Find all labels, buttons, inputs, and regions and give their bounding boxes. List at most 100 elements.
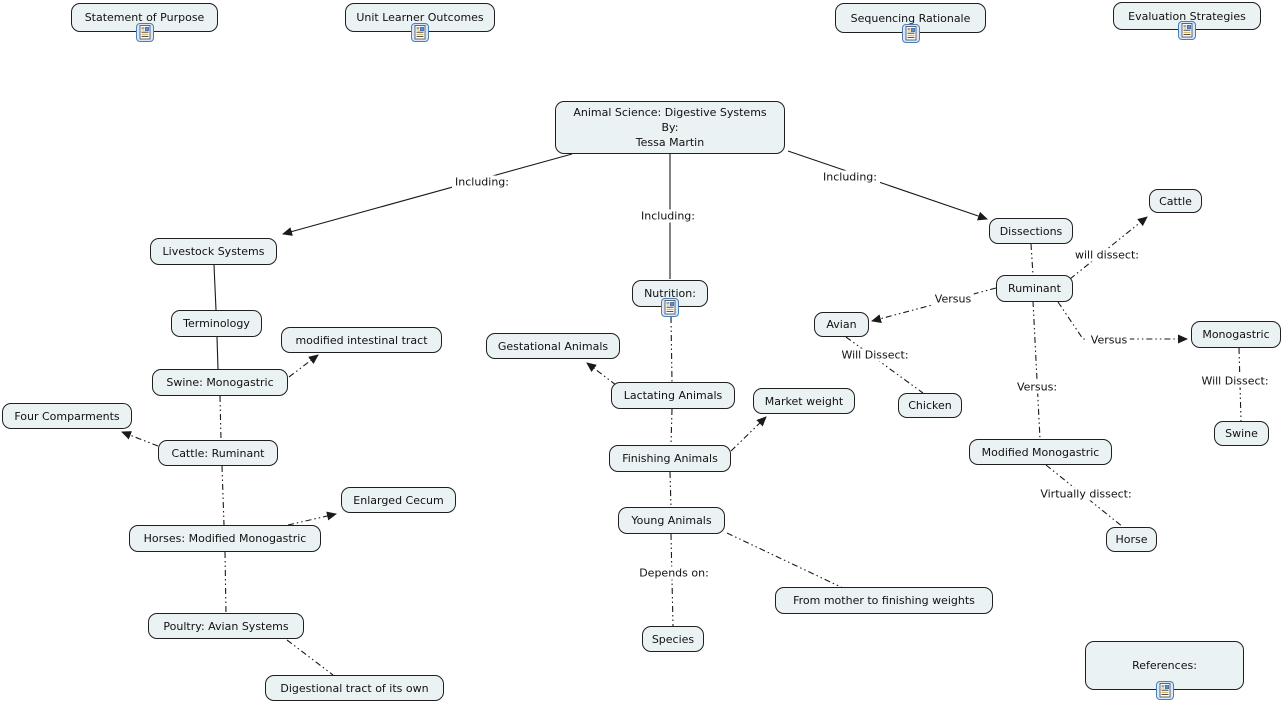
concept-node-avian[interactable]: Avian: [814, 312, 869, 337]
concept-node-label: Cattle: [1159, 194, 1192, 208]
concept-node-cattle-ruminant[interactable]: Cattle: Ruminant: [158, 440, 278, 466]
link-label-versus-avian[interactable]: Versus: [931, 292, 975, 306]
link-line: [216, 336, 219, 370]
concept-node-label: Young Animals: [631, 514, 712, 527]
resource-document-icon[interactable]: [1178, 21, 1196, 40]
resource-document-icon[interactable]: [1155, 681, 1174, 700]
link-line: [669, 471, 672, 508]
link-line: [730, 416, 767, 452]
link-label-depends-on[interactable]: Depends on:: [636, 566, 712, 580]
link-line: [670, 533, 674, 627]
concept-node-label: Statement of Purpose: [84, 11, 205, 24]
link-line: [726, 532, 844, 589]
concept-node-label: Swine: Monogastric: [166, 376, 274, 389]
concept-node-label: Finishing Animals: [622, 452, 718, 465]
resource-document-icon[interactable]: [135, 23, 154, 42]
concept-node-poultry-avian-systems[interactable]: Poultry: Avian Systems: [148, 613, 304, 639]
concept-node-species[interactable]: Species: [642, 626, 704, 652]
link-label-including-left[interactable]: Including:: [452, 175, 512, 189]
link-line: [1032, 300, 1041, 440]
concept-node-modified-monogastric[interactable]: Modified Monogastric: [969, 439, 1112, 465]
concept-node-four-comparments[interactable]: Four Comparments: [2, 403, 132, 429]
concept-node-label: Chicken: [908, 399, 952, 412]
concept-node-label: References:: [1132, 659, 1197, 672]
concept-node-swine-monogastric[interactable]: Swine: Monogastric: [152, 369, 288, 396]
concept-node-label: Poultry: Avian Systems: [163, 619, 289, 633]
concept-node-label: Monogastric: [1202, 328, 1270, 341]
concept-node-label: Enlarged Cecum: [353, 493, 444, 507]
link-label-will-dissect-cattle[interactable]: will dissect:: [1072, 248, 1142, 262]
concept-node-label: Evaluation Strategies: [1128, 9, 1246, 23]
link-line: [288, 354, 319, 378]
resource-document-icon[interactable]: [411, 23, 429, 42]
link-line: [221, 465, 225, 526]
link-line: [121, 431, 159, 447]
link-line: [1030, 243, 1034, 276]
concept-node-label: modified intestinal tract: [295, 333, 428, 347]
concept-node-main-title[interactable]: Animal Science: Digestive Systems By: Te…: [555, 101, 785, 154]
link-line: [219, 395, 222, 441]
concept-node-gestational-animals[interactable]: Gestational Animals: [486, 333, 620, 359]
link-label-including-center[interactable]: Including:: [638, 209, 698, 223]
link-label-versus-monogastric[interactable]: Versus: [1087, 333, 1131, 347]
concept-node-dissections[interactable]: Dissections: [989, 218, 1073, 244]
link-line: [282, 153, 573, 236]
concept-node-label: Gestational Animals: [497, 339, 609, 353]
link-line: [670, 316, 673, 383]
concept-node-label: From mother to finishing weights: [793, 594, 975, 607]
concept-node-terminology[interactable]: Terminology: [171, 310, 262, 337]
concept-node-label: Avian: [826, 318, 857, 331]
concept-node-livestock-systems[interactable]: Livestock Systems: [150, 238, 277, 265]
concept-node-label: Terminology: [183, 317, 250, 330]
concept-node-lactating-animals[interactable]: Lactating Animals: [611, 382, 735, 409]
concept-node-finishing-animals[interactable]: Finishing Animals: [609, 445, 731, 472]
concept-node-monogastric[interactable]: Monogastric: [1191, 321, 1281, 348]
concept-node-label: Animal Science: Digestive Systems By: Te…: [573, 106, 767, 149]
link-label-will-dissect-swine[interactable]: Will Dissect:: [1198, 374, 1272, 388]
concept-node-modified-intestinal-tract[interactable]: modified intestinal tract: [281, 327, 442, 353]
concept-node-cattle[interactable]: Cattle: [1149, 189, 1202, 213]
concept-node-label: Horses: Modified Monogastric: [143, 532, 307, 545]
concept-node-label: Livestock Systems: [162, 245, 265, 258]
concept-node-label: Market weight: [764, 394, 844, 408]
concept-node-horse[interactable]: Horse: [1106, 527, 1157, 552]
link-label-virtually-dissect[interactable]: Virtually dissect:: [1037, 487, 1135, 501]
concept-node-label: Nutrition:: [644, 287, 696, 300]
concept-node-label: Swine: [1225, 427, 1258, 440]
concept-node-young-animals[interactable]: Young Animals: [618, 507, 725, 534]
concept-node-ruminant[interactable]: Ruminant: [996, 275, 1073, 302]
concept-node-label: Modified Monogastric: [981, 445, 1100, 459]
concept-node-label: Lactating Animals: [623, 389, 723, 402]
concept-node-chicken[interactable]: Chicken: [898, 393, 962, 418]
link-line: [670, 408, 673, 446]
link-line: [213, 264, 217, 311]
link-line: [287, 511, 337, 526]
link-label-including-right[interactable]: Including:: [820, 170, 880, 184]
link-line: [586, 362, 617, 386]
concept-node-digestional-tract-of-its-own[interactable]: Digestional tract of its own: [265, 675, 444, 701]
concept-node-horses-modified-monogastric[interactable]: Horses: Modified Monogastric: [129, 525, 321, 552]
concept-node-label: Sequencing Rationale: [850, 11, 971, 25]
link-label-will-dissect-chicken[interactable]: Will Dissect:: [838, 348, 912, 362]
link-label-versus-modified[interactable]: Versus:: [1013, 380, 1061, 394]
concept-node-from-mother-to-finishing-weights[interactable]: From mother to finishing weights: [775, 587, 993, 614]
link-line: [224, 551, 227, 614]
concept-node-label: Dissections: [999, 224, 1063, 238]
link-line: [286, 639, 334, 676]
concept-node-swine[interactable]: Swine: [1214, 421, 1269, 446]
concept-node-label: Ruminant: [1008, 282, 1061, 295]
concept-node-label: Digestional tract of its own: [280, 681, 429, 695]
concept-node-enlarged-cecum[interactable]: Enlarged Cecum: [341, 487, 456, 513]
link-line: [787, 150, 988, 221]
concept-node-label: Four Comparments: [14, 409, 120, 423]
concept-node-label: Horse: [1115, 533, 1148, 546]
concept-node-label: Cattle: Ruminant: [171, 446, 265, 460]
concept-node-market-weight[interactable]: Market weight: [753, 388, 855, 414]
resource-document-icon[interactable]: [661, 298, 679, 317]
link-line: [845, 336, 924, 394]
resource-document-icon[interactable]: [901, 24, 920, 43]
concept-node-label: Species: [651, 632, 695, 646]
concept-node-unit-learner-outcomes[interactable]: Unit Learner Outcomes: [345, 3, 495, 32]
concept-node-sequencing-rationale[interactable]: Sequencing Rationale: [835, 3, 986, 33]
